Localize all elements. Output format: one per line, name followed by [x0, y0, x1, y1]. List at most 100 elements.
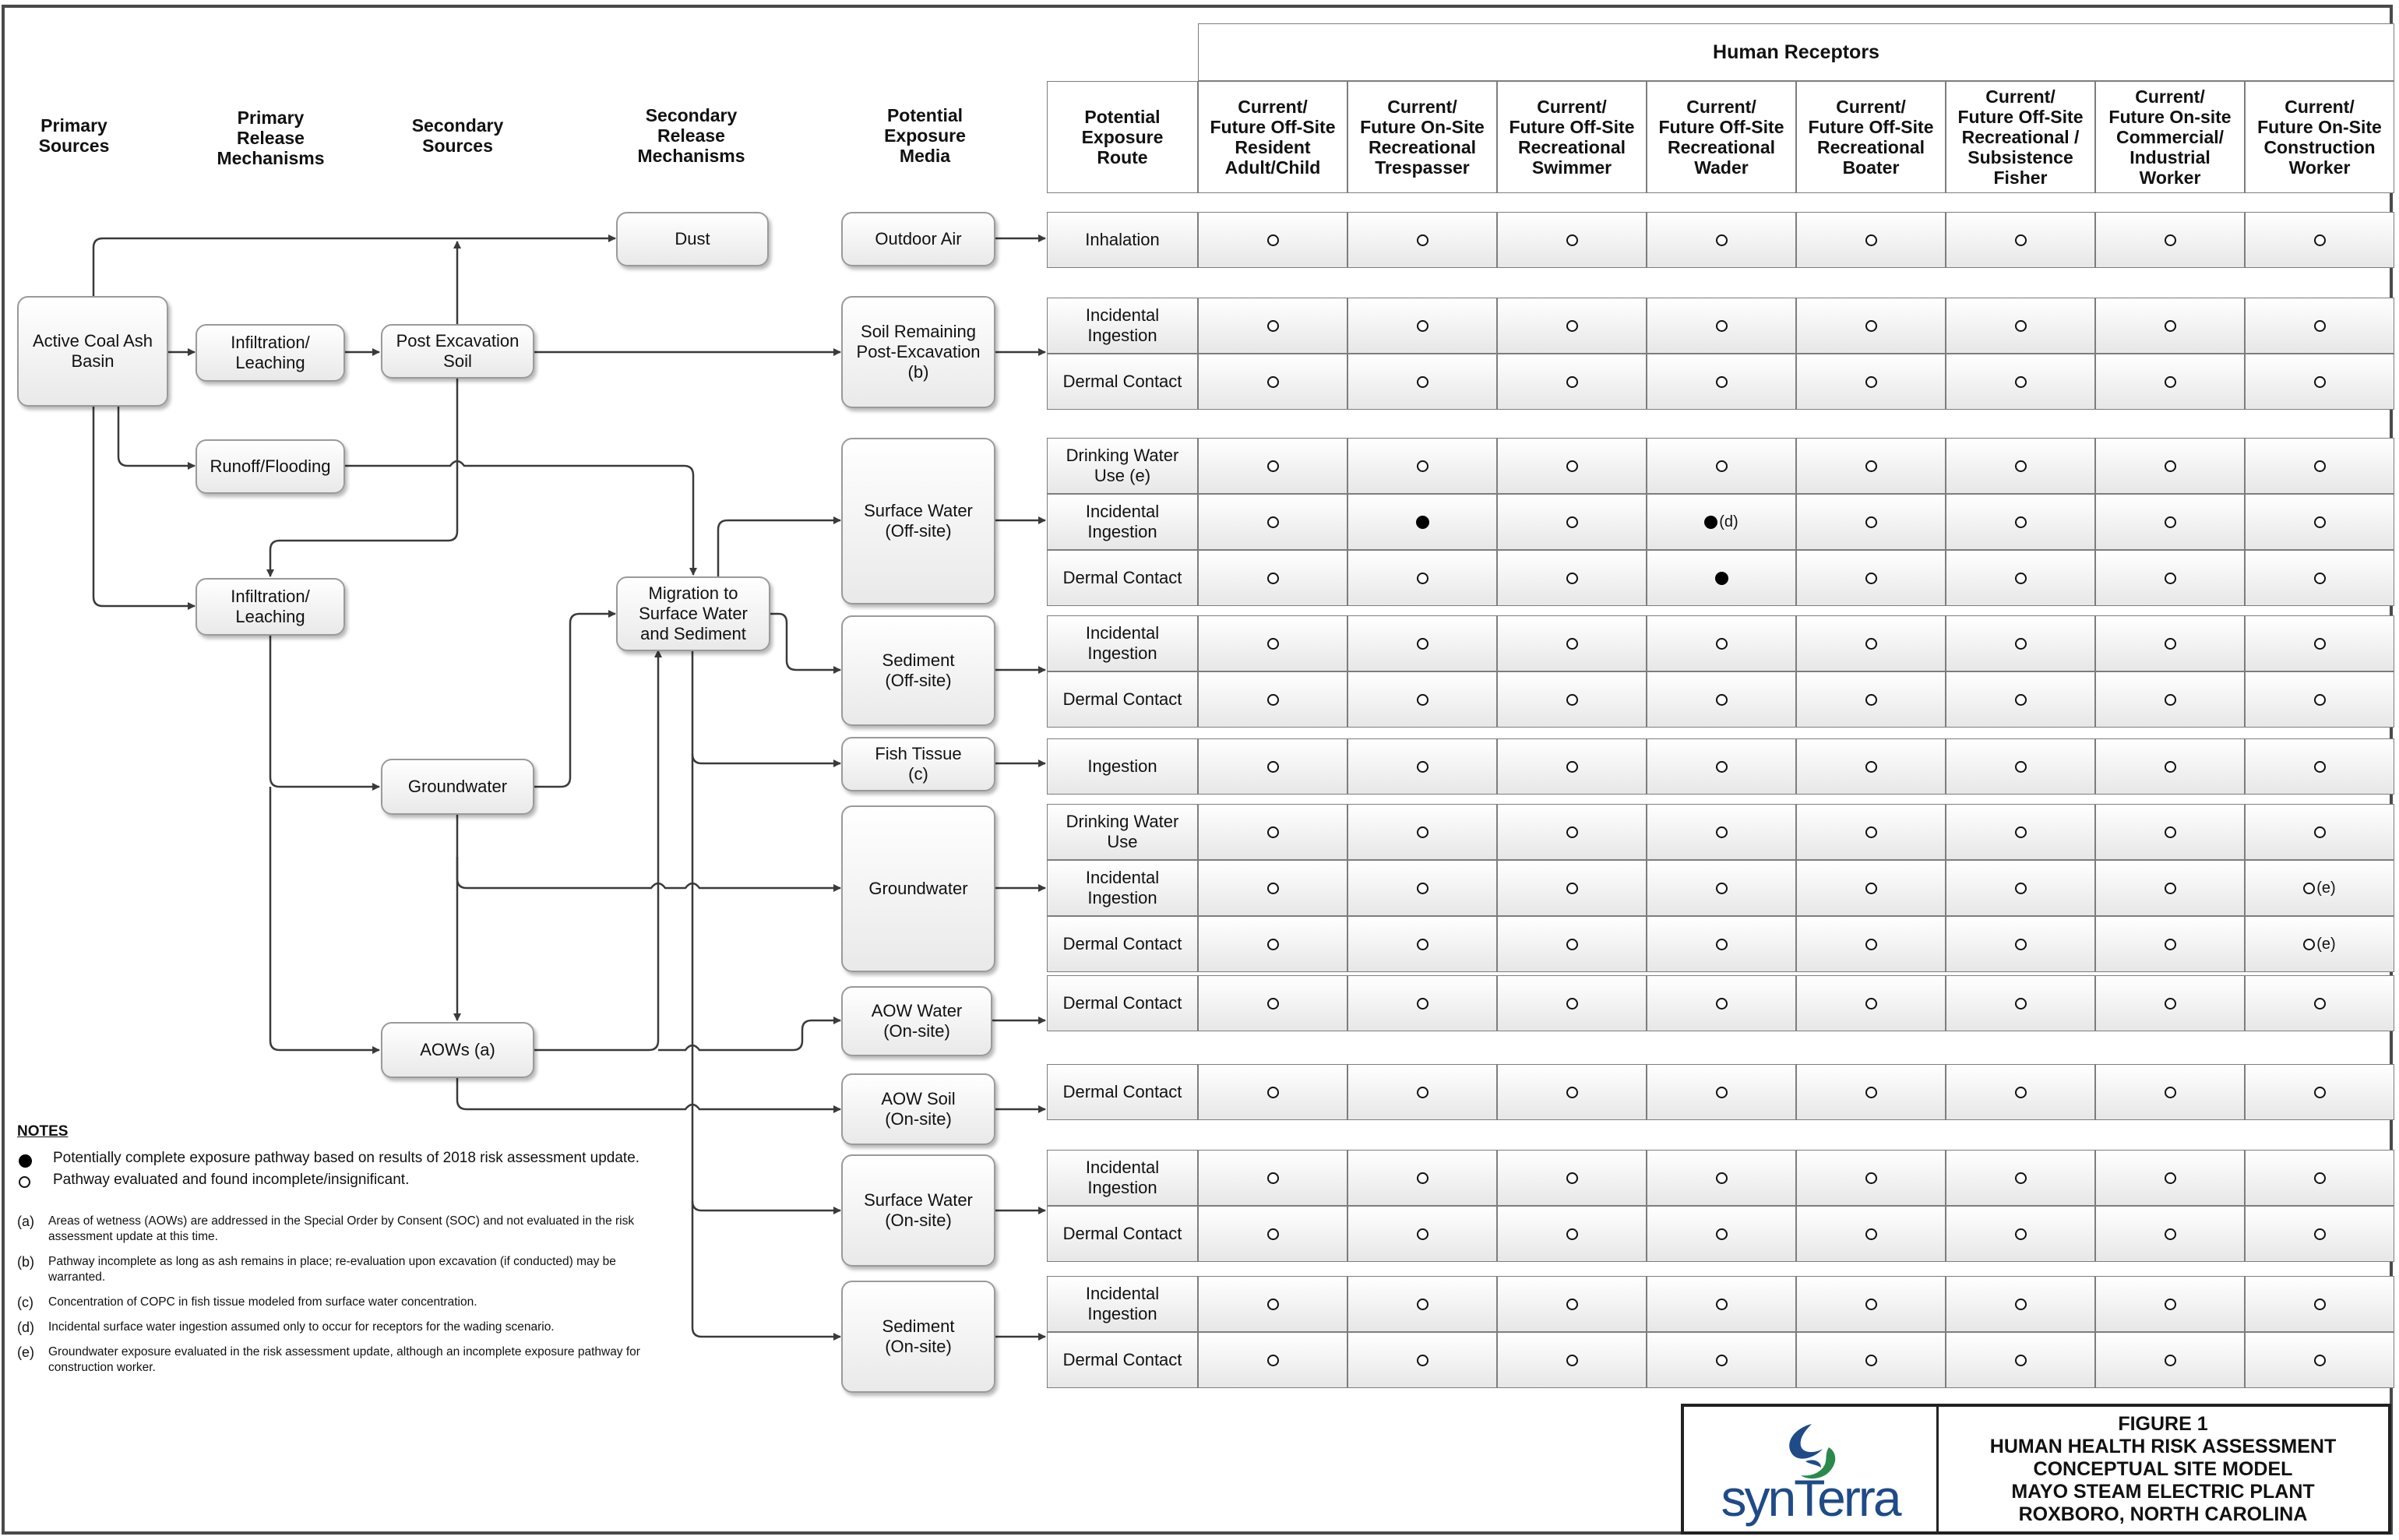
open-circle-icon	[1865, 572, 1877, 584]
pathway-cell	[1647, 975, 1796, 1031]
open-circle-icon	[1865, 319, 1877, 332]
pathway-cell	[1198, 860, 1347, 916]
open-circle-icon	[1566, 882, 1578, 894]
incomplete-pathway-mark	[1865, 572, 1877, 584]
open-circle-icon	[1416, 1172, 1428, 1184]
open-circle-icon	[1566, 826, 1578, 838]
open-circle-icon	[2164, 997, 2176, 1010]
incomplete-pathway-mark	[2164, 1354, 2176, 1366]
pathway-cell	[1198, 671, 1347, 728]
svg-text:synTerra: synTerra	[1721, 1469, 1901, 1527]
incomplete-pathway-mark	[1566, 760, 1578, 773]
open-circle-icon	[2164, 938, 2176, 950]
open-circle-icon	[2313, 516, 2326, 528]
open-circle-icon	[1416, 375, 1428, 388]
open-circle-icon	[2313, 1354, 2326, 1366]
incomplete-pathway-mark	[1715, 234, 1728, 246]
incomplete-pathway-mark	[1566, 572, 1578, 584]
footnote-reference: (e)	[2316, 879, 2336, 897]
incomplete-pathway-mark	[1266, 760, 1279, 773]
open-circle-icon	[2164, 572, 2176, 584]
open-circle-icon	[19, 1176, 30, 1188]
open-circle-icon	[2313, 460, 2326, 472]
open-circle-icon	[1266, 572, 1279, 584]
incomplete-pathway-mark	[1266, 826, 1279, 838]
open-circle-icon	[1865, 1086, 1877, 1098]
pathway-cell	[2095, 1150, 2245, 1206]
incomplete-pathway-mark: (e)	[2303, 879, 2336, 897]
open-circle-icon	[2014, 882, 2027, 894]
incomplete-pathway-mark	[1566, 997, 1578, 1010]
open-circle-icon	[2164, 516, 2176, 528]
exposure-route-cell: Ingestion	[1047, 738, 1198, 795]
pathway-cell	[2095, 1206, 2245, 1262]
incomplete-pathway-mark	[1715, 1354, 1728, 1366]
footnote-text: Pathway incomplete as long as ash remain…	[48, 1255, 616, 1284]
exposure-route-cell: Incidental Ingestion	[1047, 615, 1198, 671]
open-circle-icon	[1566, 319, 1578, 332]
pathway-cell	[1796, 438, 1946, 494]
open-circle-icon	[1865, 760, 1877, 773]
pathway-cell	[1198, 1150, 1347, 1206]
node-runoff-flooding: Runoff/Flooding	[196, 439, 345, 494]
incomplete-pathway-mark	[2164, 572, 2176, 584]
incomplete-pathway-mark	[1715, 460, 1728, 472]
figure-title-line: HUMAN HEALTH RISK ASSESSMENT	[1989, 1435, 2337, 1457]
open-circle-icon	[1865, 460, 1877, 472]
exposure-route-cell: Incidental Ingestion	[1047, 1150, 1198, 1206]
open-circle-icon	[1715, 1086, 1728, 1098]
open-circle-icon	[1266, 882, 1279, 894]
incomplete-pathway-mark	[1865, 1172, 1877, 1184]
open-circle-icon	[1266, 460, 1279, 472]
incomplete-pathway-mark	[2313, 572, 2326, 584]
incomplete-pathway-mark	[2313, 1172, 2326, 1184]
incomplete-pathway-mark	[1566, 1172, 1578, 1184]
pathway-cell	[1796, 671, 1946, 728]
pathway-cell	[2095, 550, 2245, 606]
pathway-cell	[1647, 298, 1796, 354]
open-circle-icon	[1266, 938, 1279, 950]
pathway-cell	[1946, 212, 2095, 268]
synterra-logo: synTerra	[1684, 1407, 1939, 1531]
pathway-cell	[1347, 1206, 1497, 1262]
pathway-cell	[1198, 975, 1347, 1031]
open-circle-icon	[1715, 1298, 1728, 1310]
pathway-cell	[2095, 1332, 2245, 1388]
pathway-cell	[1497, 1276, 1647, 1332]
pathway-cell	[2245, 1150, 2394, 1206]
incomplete-pathway-mark	[2164, 1298, 2176, 1310]
open-circle-icon	[1266, 1298, 1279, 1310]
node-post-excavation-soil: Post Excavation Soil	[381, 324, 534, 379]
pathway-cell	[2095, 212, 2245, 268]
connector-aows-aow-water	[658, 1017, 841, 1052]
pathway-cell	[1198, 1064, 1347, 1120]
connector-runoff-migration	[345, 460, 697, 576]
pathway-cell	[2245, 1276, 2394, 1332]
pathway-cell	[2095, 354, 2245, 410]
title-block: synTerra FIGURE 1 HUMAN HEALTH RISK ASSE…	[1681, 1404, 2391, 1535]
open-circle-icon	[2303, 882, 2316, 894]
incomplete-pathway-mark	[1416, 572, 1428, 584]
incomplete-pathway-mark	[2164, 938, 2176, 950]
exposure-route-cell: Dermal Contact	[1047, 550, 1198, 606]
incomplete-pathway-mark	[1865, 516, 1877, 528]
open-circle-icon	[1266, 760, 1279, 773]
pathway-cell	[1198, 494, 1347, 550]
pathway-cell	[2095, 615, 2245, 671]
incomplete-pathway-mark	[1266, 375, 1279, 388]
open-circle-icon	[1566, 1228, 1578, 1240]
incomplete-pathway-mark	[1266, 234, 1279, 246]
pathway-cell	[1347, 494, 1497, 550]
open-circle-icon	[1266, 1354, 1279, 1366]
media-sediment-offsite: Sediment (Off-site)	[841, 615, 995, 726]
pathway-cell	[1347, 671, 1497, 728]
pathway-cell	[1647, 1206, 1796, 1262]
pathway-cell	[1647, 671, 1796, 728]
footnote-c: (c)Concentration of COPC in fish tissue …	[17, 1295, 656, 1310]
legend-incomplete-pathway: Pathway evaluated and found incomplete/i…	[17, 1172, 656, 1189]
open-circle-icon	[2313, 997, 2326, 1010]
incomplete-pathway-mark	[2164, 637, 2176, 650]
legend-incomplete-text: Pathway evaluated and found incomplete/i…	[53, 1172, 410, 1188]
exposure-route-cell: Dermal Contact	[1047, 354, 1198, 410]
incomplete-pathway-mark	[2164, 826, 2176, 838]
